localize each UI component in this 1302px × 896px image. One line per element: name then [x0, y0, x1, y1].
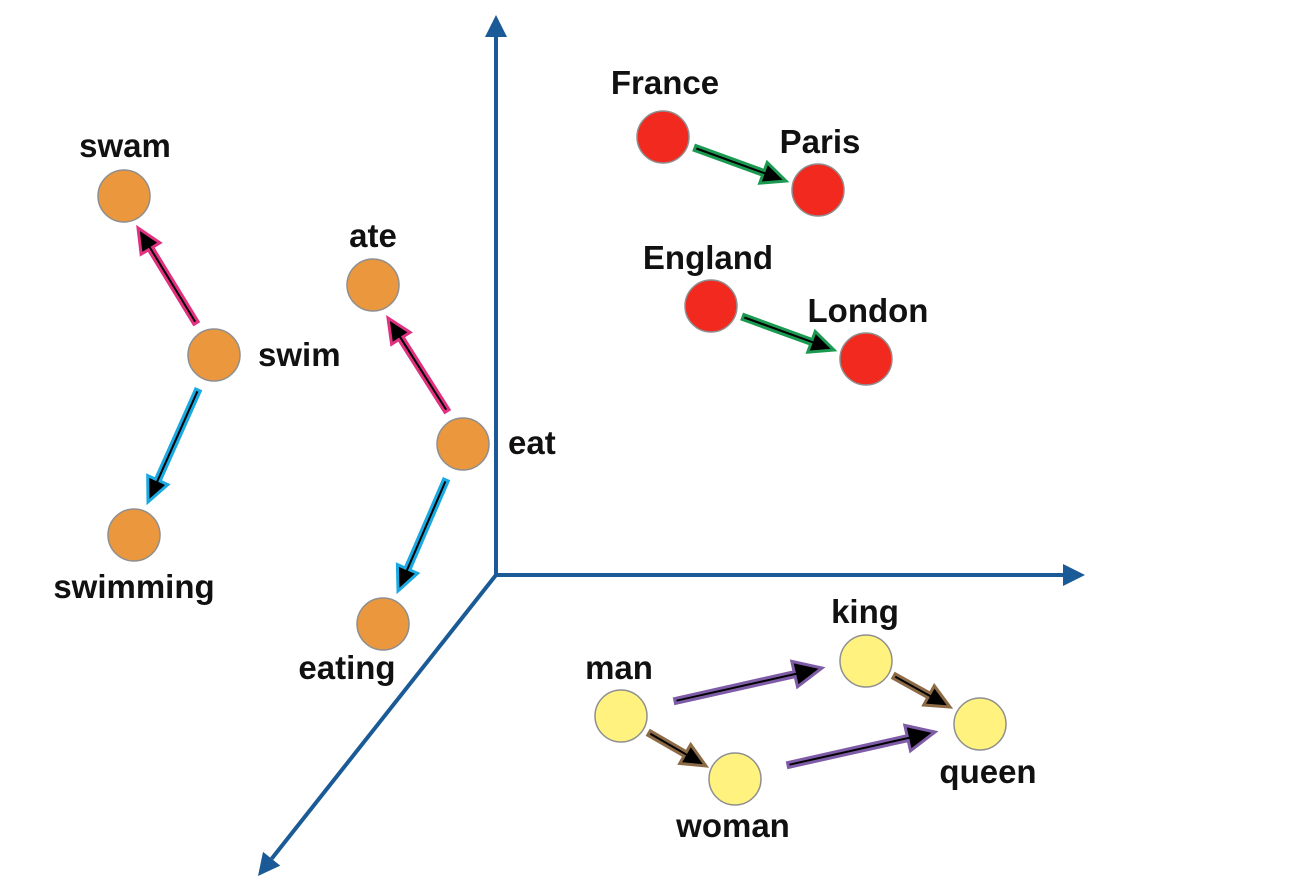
- label-paris: Paris: [780, 123, 861, 160]
- arrow-eat-to-eating: [395, 477, 451, 595]
- arrow-man-to-woman: [645, 728, 710, 768]
- node-england: [684, 279, 738, 333]
- label-london: London: [808, 292, 929, 329]
- label-man: man: [585, 649, 653, 686]
- arrowhead-icon: [1063, 564, 1085, 586]
- arrow-France-to-Paris: [692, 143, 790, 185]
- node-ate: [346, 258, 400, 312]
- label-queen: queen: [939, 753, 1036, 790]
- arrow-swim-to-swam: [136, 224, 201, 327]
- z-axis: [258, 573, 498, 876]
- arrow-eat-to-ate: [386, 314, 452, 415]
- arrow-swim-to-swimming: [146, 387, 203, 506]
- labels: swam swim swimming ate eat eating FranceParisE…: [53, 64, 1036, 844]
- label-king: king: [831, 593, 899, 630]
- label-ate: ate: [349, 217, 397, 254]
- node-eat: [436, 417, 490, 471]
- node-france: [636, 110, 690, 164]
- node-eating: [356, 597, 410, 651]
- label-france: France: [611, 64, 719, 101]
- arrow-England-to-London: [740, 312, 838, 354]
- y-axis: [485, 15, 507, 575]
- node-king: [839, 634, 893, 688]
- edges: [136, 143, 954, 770]
- arrowhead-icon: [258, 851, 281, 876]
- arrowhead-icon: [485, 15, 507, 37]
- nodes: [97, 110, 1007, 806]
- node-man: [594, 689, 648, 743]
- label-swimming: swimming: [53, 568, 214, 605]
- x-axis: [496, 564, 1085, 586]
- node-woman: [708, 752, 762, 806]
- arrow-man-to-king: [672, 659, 826, 706]
- label-eat: eat: [508, 424, 556, 461]
- z-axis-line: [270, 573, 498, 860]
- node-swimming: [107, 508, 161, 562]
- node-queen: [953, 697, 1007, 751]
- label-swim: swim: [258, 336, 341, 373]
- label-swam: swam: [79, 127, 171, 164]
- node-london: [839, 332, 893, 386]
- axes: [258, 15, 1085, 876]
- label-woman: woman: [675, 807, 790, 844]
- arrow-woman-to-queen: [785, 723, 939, 770]
- node-swam: [97, 169, 151, 223]
- arrow-king-to-queen: [890, 671, 954, 709]
- label-england: England: [643, 239, 773, 276]
- node-paris: [791, 163, 845, 217]
- label-eating: eating: [298, 649, 395, 686]
- node-swim: [187, 328, 241, 382]
